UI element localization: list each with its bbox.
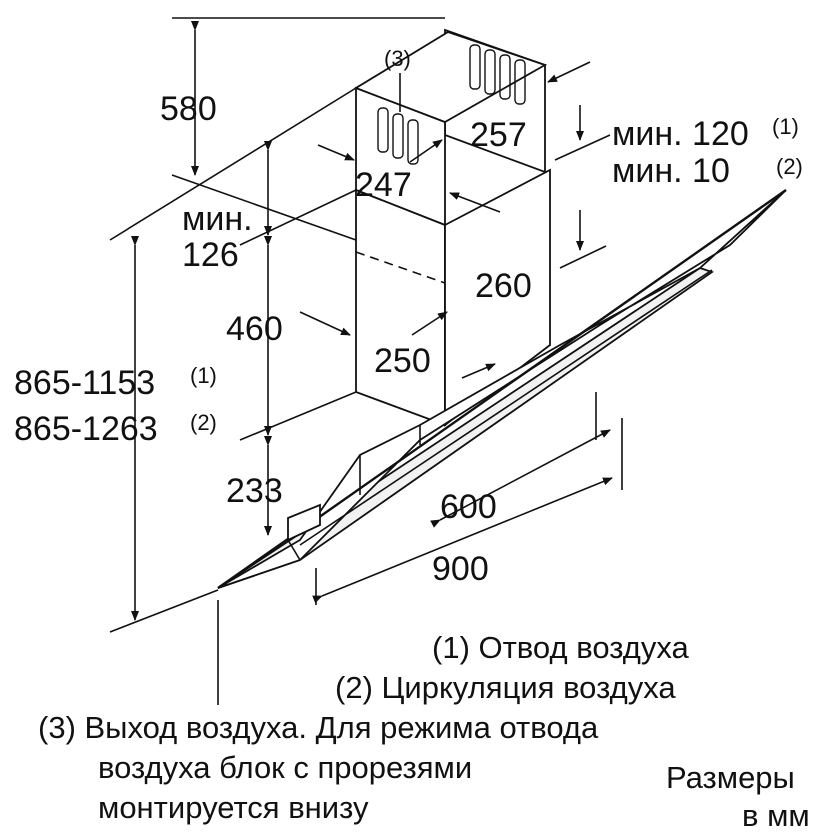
dim-247: 247: [355, 166, 412, 204]
dim-min-10: мин. 10: [612, 152, 730, 190]
dim-600: 600: [440, 488, 497, 526]
dim-min-10-ref: (2): [776, 154, 803, 179]
units-note-line-1: Размеры: [666, 760, 795, 795]
dim-257: 257: [470, 116, 527, 154]
dim-900: 900: [432, 550, 489, 588]
dimension-lines: [109, 17, 623, 705]
dim-height-2: 865-1263: [14, 410, 158, 448]
dim-height-1-ref: (1): [190, 363, 217, 388]
legend-outlet-line-2: воздуха блок с прорезями: [98, 750, 473, 785]
dim-580: 580: [160, 90, 217, 128]
lower-chimney: [355, 168, 551, 427]
dim-min-120: мин. 120: [612, 115, 749, 153]
dim-height-2-ref: (2): [190, 410, 217, 435]
dim-min-126-value: 126: [182, 236, 239, 274]
legend-exhaust: (1) Отвод воздуха: [432, 630, 689, 665]
callout-3: (3): [384, 46, 411, 71]
dim-min-120-ref: (1): [772, 114, 799, 139]
dimension-labels: 580 257 247 (3) мин. 120 (1) мин. 10 (2)…: [14, 46, 803, 588]
units-note-line-2: в мм: [742, 798, 810, 833]
slot-block-front: [377, 107, 419, 165]
legend-outlet-line-3: монтируется внизу: [98, 790, 369, 825]
dim-height-1: 865-1153: [14, 364, 155, 402]
dim-460: 460: [226, 310, 283, 348]
slot-block-back: [469, 44, 526, 105]
legend-recirculation: (2) Циркуляция воздуха: [335, 670, 676, 705]
legend-outlet-line-1: (3) Выход воздуха. Для режима отвода: [38, 710, 599, 745]
dim-min-126-label: мин.: [182, 200, 253, 238]
dim-260: 260: [475, 267, 532, 305]
dim-233: 233: [226, 472, 283, 510]
dim-250: 250: [374, 342, 431, 380]
upper-chimney: [353, 28, 548, 227]
